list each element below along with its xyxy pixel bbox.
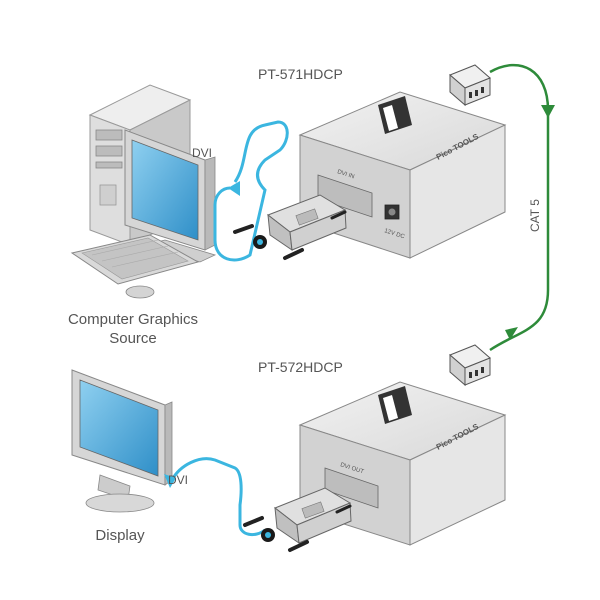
rj45-connector-bottom xyxy=(449,344,491,387)
receiver-model-label: PT-572HDCP xyxy=(258,359,343,375)
transmitter-dvi-port xyxy=(317,174,373,218)
display-label: Display xyxy=(95,527,145,544)
dvi-plug-bottom xyxy=(243,487,352,552)
display-monitor xyxy=(71,369,173,513)
receiver-kramer-logo xyxy=(378,386,412,424)
transmitter-port-label: DVI IN xyxy=(336,169,355,180)
dvi-arrow-bottom xyxy=(164,474,176,488)
dvi-arrow-top xyxy=(228,181,240,196)
transmitter-kramer-logo xyxy=(378,96,412,134)
dvi-label-top: DVI xyxy=(192,146,212,160)
receiver-dvi-port xyxy=(324,467,379,509)
cat5-arrow-bottom xyxy=(505,327,518,340)
receiver-device: Pico TOOLS DVI OUT xyxy=(298,381,507,546)
cat5-cable xyxy=(489,63,550,352)
rj45-connector-top xyxy=(449,64,491,107)
dvi-label-bottom: DVI xyxy=(168,473,188,487)
transmitter-device: Pico TOOLS DVI IN 12V DC xyxy=(298,91,507,259)
dvi-plug-top xyxy=(233,194,347,260)
dvi-cable-bottom xyxy=(170,457,266,537)
cat5-label: CAT 5 xyxy=(528,199,542,232)
cat5-arrow-top xyxy=(541,105,555,118)
pc-mouse xyxy=(125,285,155,299)
dvi-cable-top xyxy=(213,120,289,262)
computer-label-line1: Computer Graphics xyxy=(68,311,198,328)
computer-label-line2: Source xyxy=(109,330,157,347)
pc-keyboard xyxy=(70,234,200,285)
transmitter-model-label: PT-571HDCP xyxy=(258,66,343,82)
computer-graphics-source xyxy=(70,84,217,299)
